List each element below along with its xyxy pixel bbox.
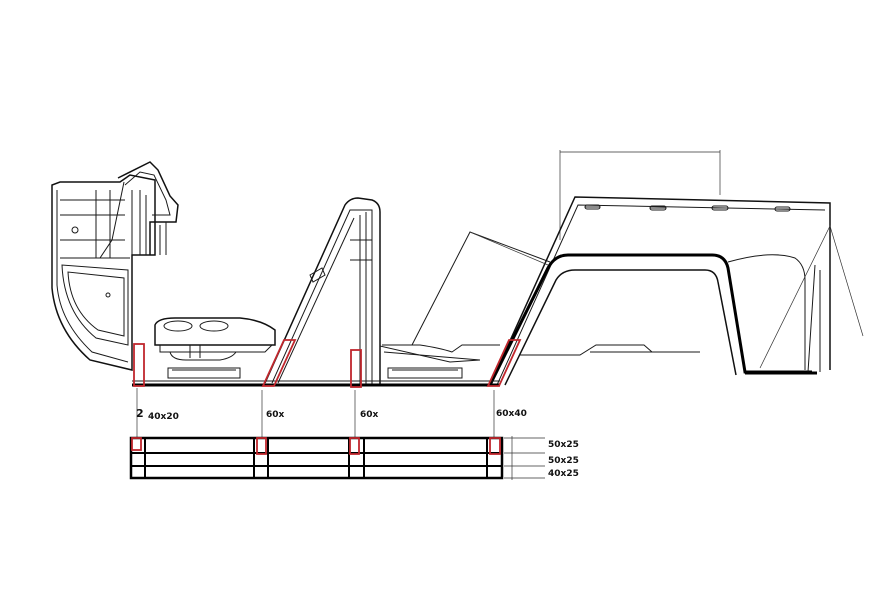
base-rail-side xyxy=(132,371,817,387)
rail-top-size-label: 50x25 xyxy=(548,440,579,450)
tube-post-3 xyxy=(350,349,362,388)
post-4-size-label: 60x40 xyxy=(496,409,527,419)
cab-section xyxy=(51,161,179,371)
tube-post-4 xyxy=(486,339,522,387)
tube-highlights-side xyxy=(133,339,522,388)
rail-bottom-size-label: 40x25 xyxy=(548,469,579,479)
post-2-size-label: 60x xyxy=(266,410,285,420)
post-labels: 2 40x20 60x 60x 60x40 xyxy=(136,407,527,422)
rear-bed-section xyxy=(469,150,864,386)
post-3-size-label: 60x xyxy=(360,410,379,420)
rail-dimensions: 50x25 50x25 40x25 xyxy=(504,436,579,480)
tube-post-2 xyxy=(261,339,297,387)
post-1-count-label: 2 xyxy=(136,407,144,420)
front-roll-hoop xyxy=(264,197,381,385)
leader-lines xyxy=(136,388,495,437)
post-1-size-label: 40x20 xyxy=(148,412,179,422)
front-seat-area xyxy=(154,317,276,379)
rear-seat-area xyxy=(379,231,551,379)
frame-section-view xyxy=(129,436,504,480)
rail-middle-size-label: 50x25 xyxy=(548,456,579,466)
tube-post-1 xyxy=(133,343,145,387)
